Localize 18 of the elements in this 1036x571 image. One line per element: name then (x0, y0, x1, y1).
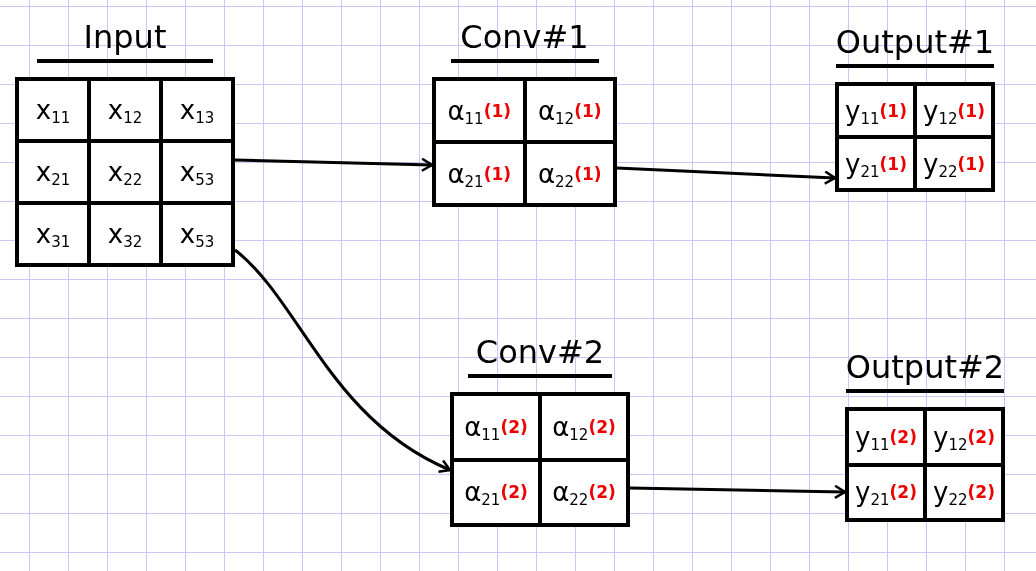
arrow (234, 248, 452, 473)
matrix-title: Input (37, 15, 213, 63)
matrix-title: Conv#2 (468, 330, 612, 378)
matrix-cell: x$_{53}$ (161, 141, 233, 203)
matrix-cell: x$_{31}$ (17, 203, 89, 265)
arrow (629, 484, 847, 500)
matrix-title: Output#2 (845, 345, 1005, 393)
matrix-cell: x$_{11}$ (17, 79, 89, 141)
matrix-cell: x$_{22}$ (89, 141, 161, 203)
matrix-title: Conv#1 (450, 15, 599, 63)
matrix-title: Output#1 (835, 20, 995, 68)
arrow (616, 166, 837, 185)
matrix-cell: x$_{32}$ (89, 203, 161, 265)
matrix-cell: x$_{53}$ (161, 203, 233, 265)
arrow (234, 157, 434, 172)
matrix-cell: x$_{13}$ (161, 79, 233, 141)
matrix-cell: x$_{12}$ (89, 79, 161, 141)
matrix-cell: x$_{21}$ (17, 141, 89, 203)
